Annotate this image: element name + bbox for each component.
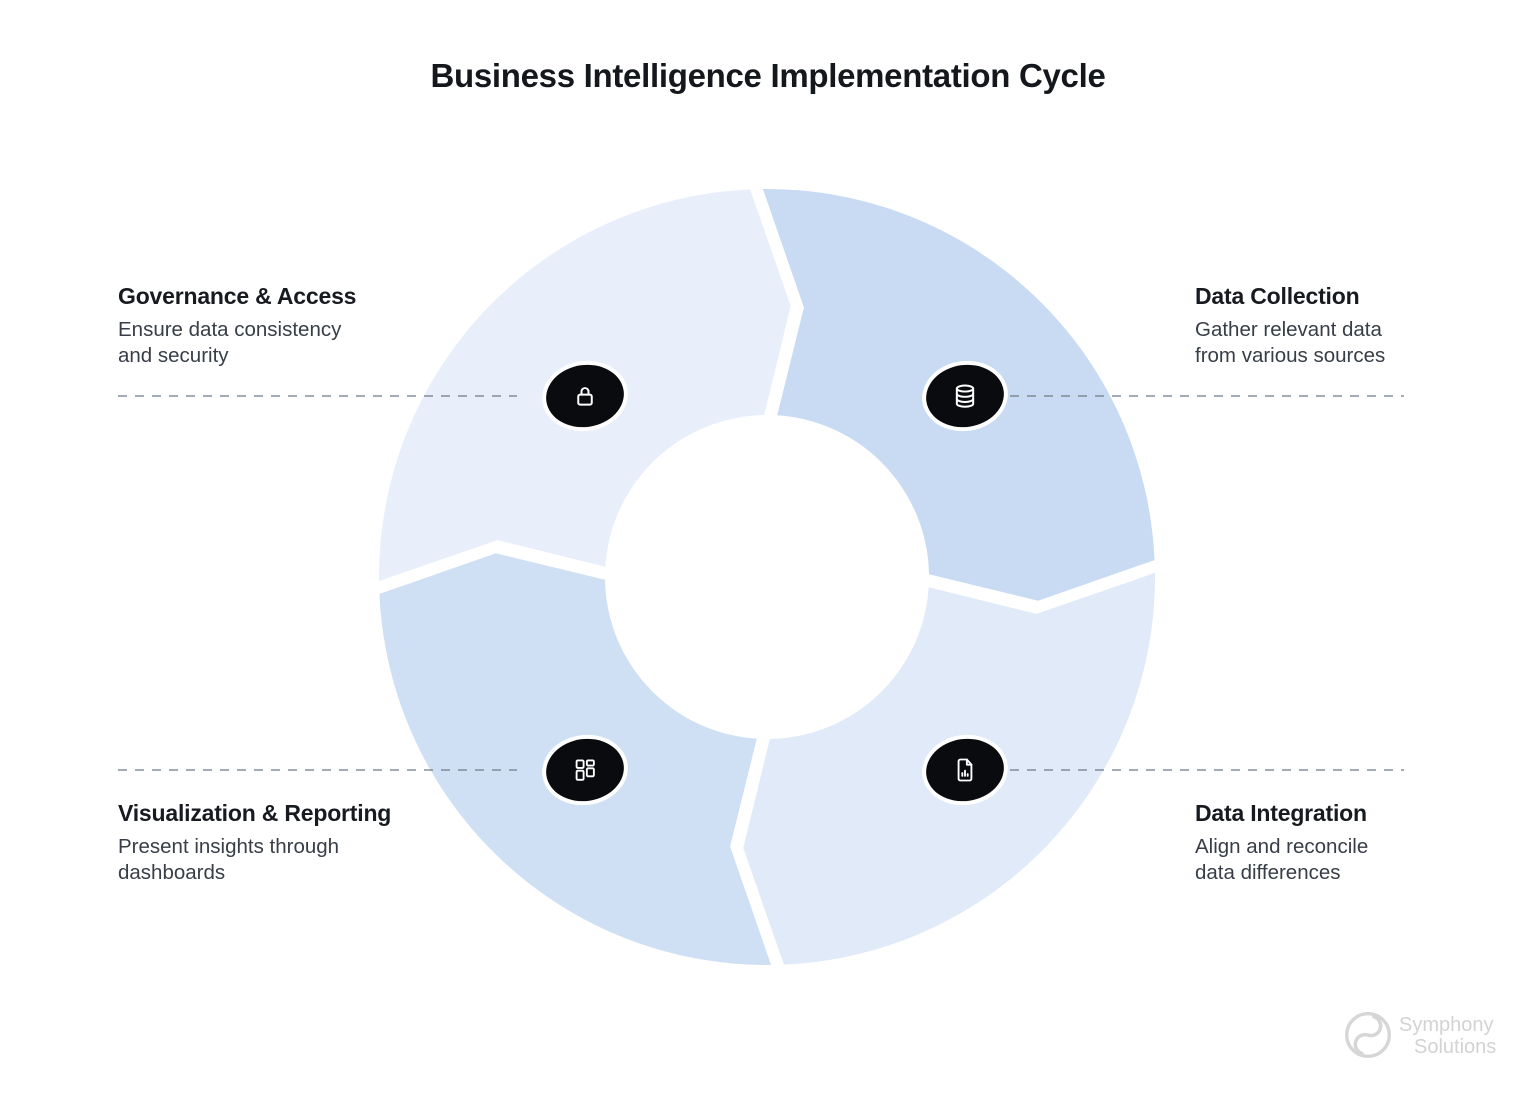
connector-dash-governance: [118, 395, 517, 397]
step-title: Visualization & Reporting: [118, 800, 392, 826]
step-title: Governance & Access: [118, 283, 357, 309]
data-integration-icon-badge: [917, 729, 1013, 811]
report-document-icon: [949, 754, 981, 786]
symphony-swirl-icon: [1341, 1008, 1395, 1062]
step-description: Gather relevant data from various source…: [1195, 318, 1386, 367]
step-governance-access: Governance & Access Ensure data consiste…: [118, 283, 448, 369]
step-title: Data Integration: [1195, 800, 1367, 826]
governance-icon-badge: [537, 355, 633, 437]
step-data-integration: Data Integration Align and reconcile dat…: [1195, 800, 1525, 886]
step-description: Align and reconcile data differences: [1195, 835, 1369, 884]
connector-dash-data-collection: [1010, 395, 1404, 397]
step-description: Present insights through dashboards: [118, 835, 340, 884]
lock-icon: [569, 380, 601, 412]
data-collection-icon-badge: [917, 355, 1013, 437]
visualization-icon-badge: [537, 729, 633, 811]
step-title: Data Collection: [1195, 283, 1360, 309]
database-icon: [949, 380, 981, 412]
symphony-solutions-logo: Symphony Solutions: [1341, 1008, 1496, 1062]
page-title: Business Intelligence Implementation Cyc…: [430, 57, 1106, 94]
step-visualization-reporting: Visualization & Reporting Present insigh…: [118, 800, 448, 886]
step-description: Ensure data consistency and security: [118, 318, 342, 367]
connector-dash-visualization: [118, 769, 517, 771]
logo-wordmark: Symphony Solutions: [1399, 1014, 1497, 1058]
dashboard-grid-icon: [569, 754, 601, 786]
step-data-collection: Data Collection Gather relevant data fro…: [1195, 283, 1525, 369]
connector-dash-data-integration: [1010, 769, 1404, 771]
